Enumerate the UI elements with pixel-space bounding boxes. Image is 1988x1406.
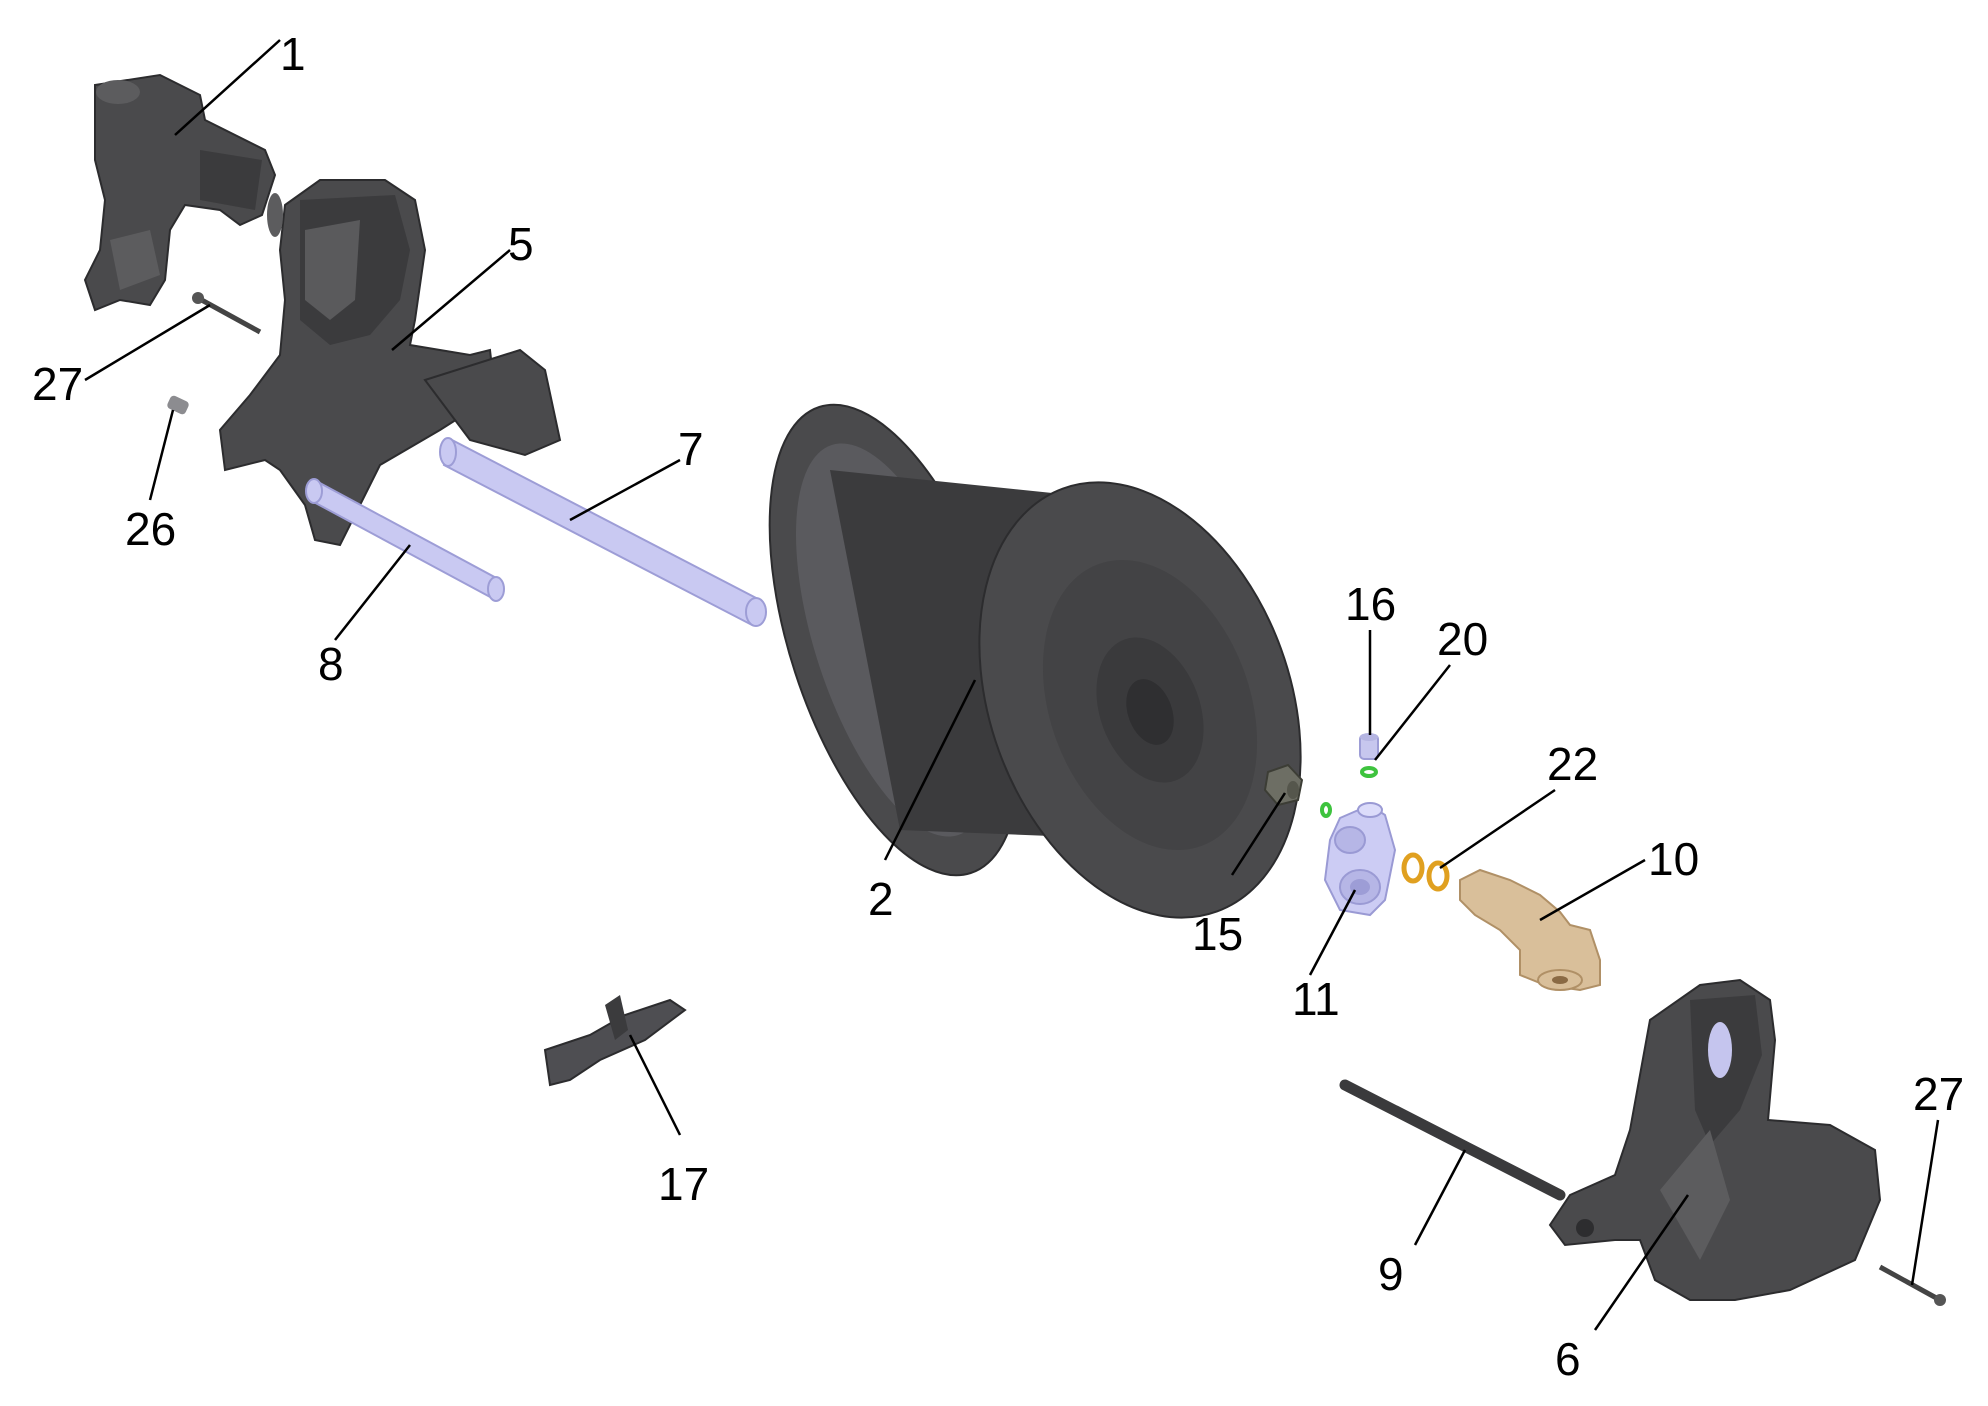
part-27-pin-right xyxy=(1878,1264,1946,1306)
callout-9: 9 xyxy=(1378,1248,1404,1300)
callout-1: 1 xyxy=(280,28,306,80)
leader-10 xyxy=(1539,858,1646,922)
part-11-valve-body xyxy=(1323,802,1397,917)
part-22-o-rings xyxy=(1401,852,1450,892)
callout-17: 17 xyxy=(658,1158,709,1210)
leader-6 xyxy=(1593,1194,1690,1331)
leader-20 xyxy=(1374,664,1451,761)
part-27-pin-left xyxy=(192,292,262,335)
part-2-hose-reel xyxy=(768,403,1302,919)
callout-27-left: 27 xyxy=(32,358,83,410)
part-26-screw xyxy=(167,395,189,415)
callout-27-right: 27 xyxy=(1913,1068,1964,1120)
leader-2 xyxy=(883,679,977,861)
callout-16: 16 xyxy=(1345,578,1396,630)
part-10-brass-elbow xyxy=(1459,868,1601,992)
part-1-handle-bracket xyxy=(83,73,277,312)
callout-26: 26 xyxy=(125,503,176,555)
callout-10: 10 xyxy=(1648,833,1699,885)
part-6-right-frame xyxy=(1548,978,1882,1301)
callout-8: 8 xyxy=(318,638,344,690)
callout-15: 15 xyxy=(1192,908,1243,960)
leader-1 xyxy=(174,39,281,136)
leader-15 xyxy=(1230,792,1287,876)
callout-2: 2 xyxy=(868,873,894,925)
part-9-axle-shaft xyxy=(1339,1079,1566,1201)
callout-labels: 1 2 5 6 7 8 9 10 11 15 16 17 20 22 26 27… xyxy=(32,28,1964,1385)
leader-17 xyxy=(628,1034,682,1136)
callout-20: 20 xyxy=(1437,613,1488,665)
callout-6: 6 xyxy=(1555,1333,1581,1385)
leader-26 xyxy=(148,409,175,501)
callout-7: 7 xyxy=(678,423,704,475)
leader-8 xyxy=(334,544,411,641)
part-15-nut xyxy=(1263,763,1304,807)
leader-5 xyxy=(391,249,511,351)
part-16-fitting xyxy=(1359,733,1379,760)
callout-22: 22 xyxy=(1547,738,1598,790)
leader-9 xyxy=(1413,1149,1467,1246)
part-5-left-frame xyxy=(218,179,562,547)
leader-7 xyxy=(569,458,681,522)
callout-11: 11 xyxy=(1292,973,1340,1025)
leader-11 xyxy=(1308,889,1357,976)
part-20-o-rings xyxy=(1320,766,1378,818)
callout-5: 5 xyxy=(508,218,534,270)
part-17-clip xyxy=(543,995,687,1087)
callout-leaders xyxy=(84,39,1940,1331)
part-8-short-rod xyxy=(305,478,505,602)
part-7-long-rod xyxy=(439,437,767,627)
leader-22 xyxy=(1439,788,1556,870)
leader-27b xyxy=(1910,1119,1940,1286)
leader-27a xyxy=(84,303,211,382)
